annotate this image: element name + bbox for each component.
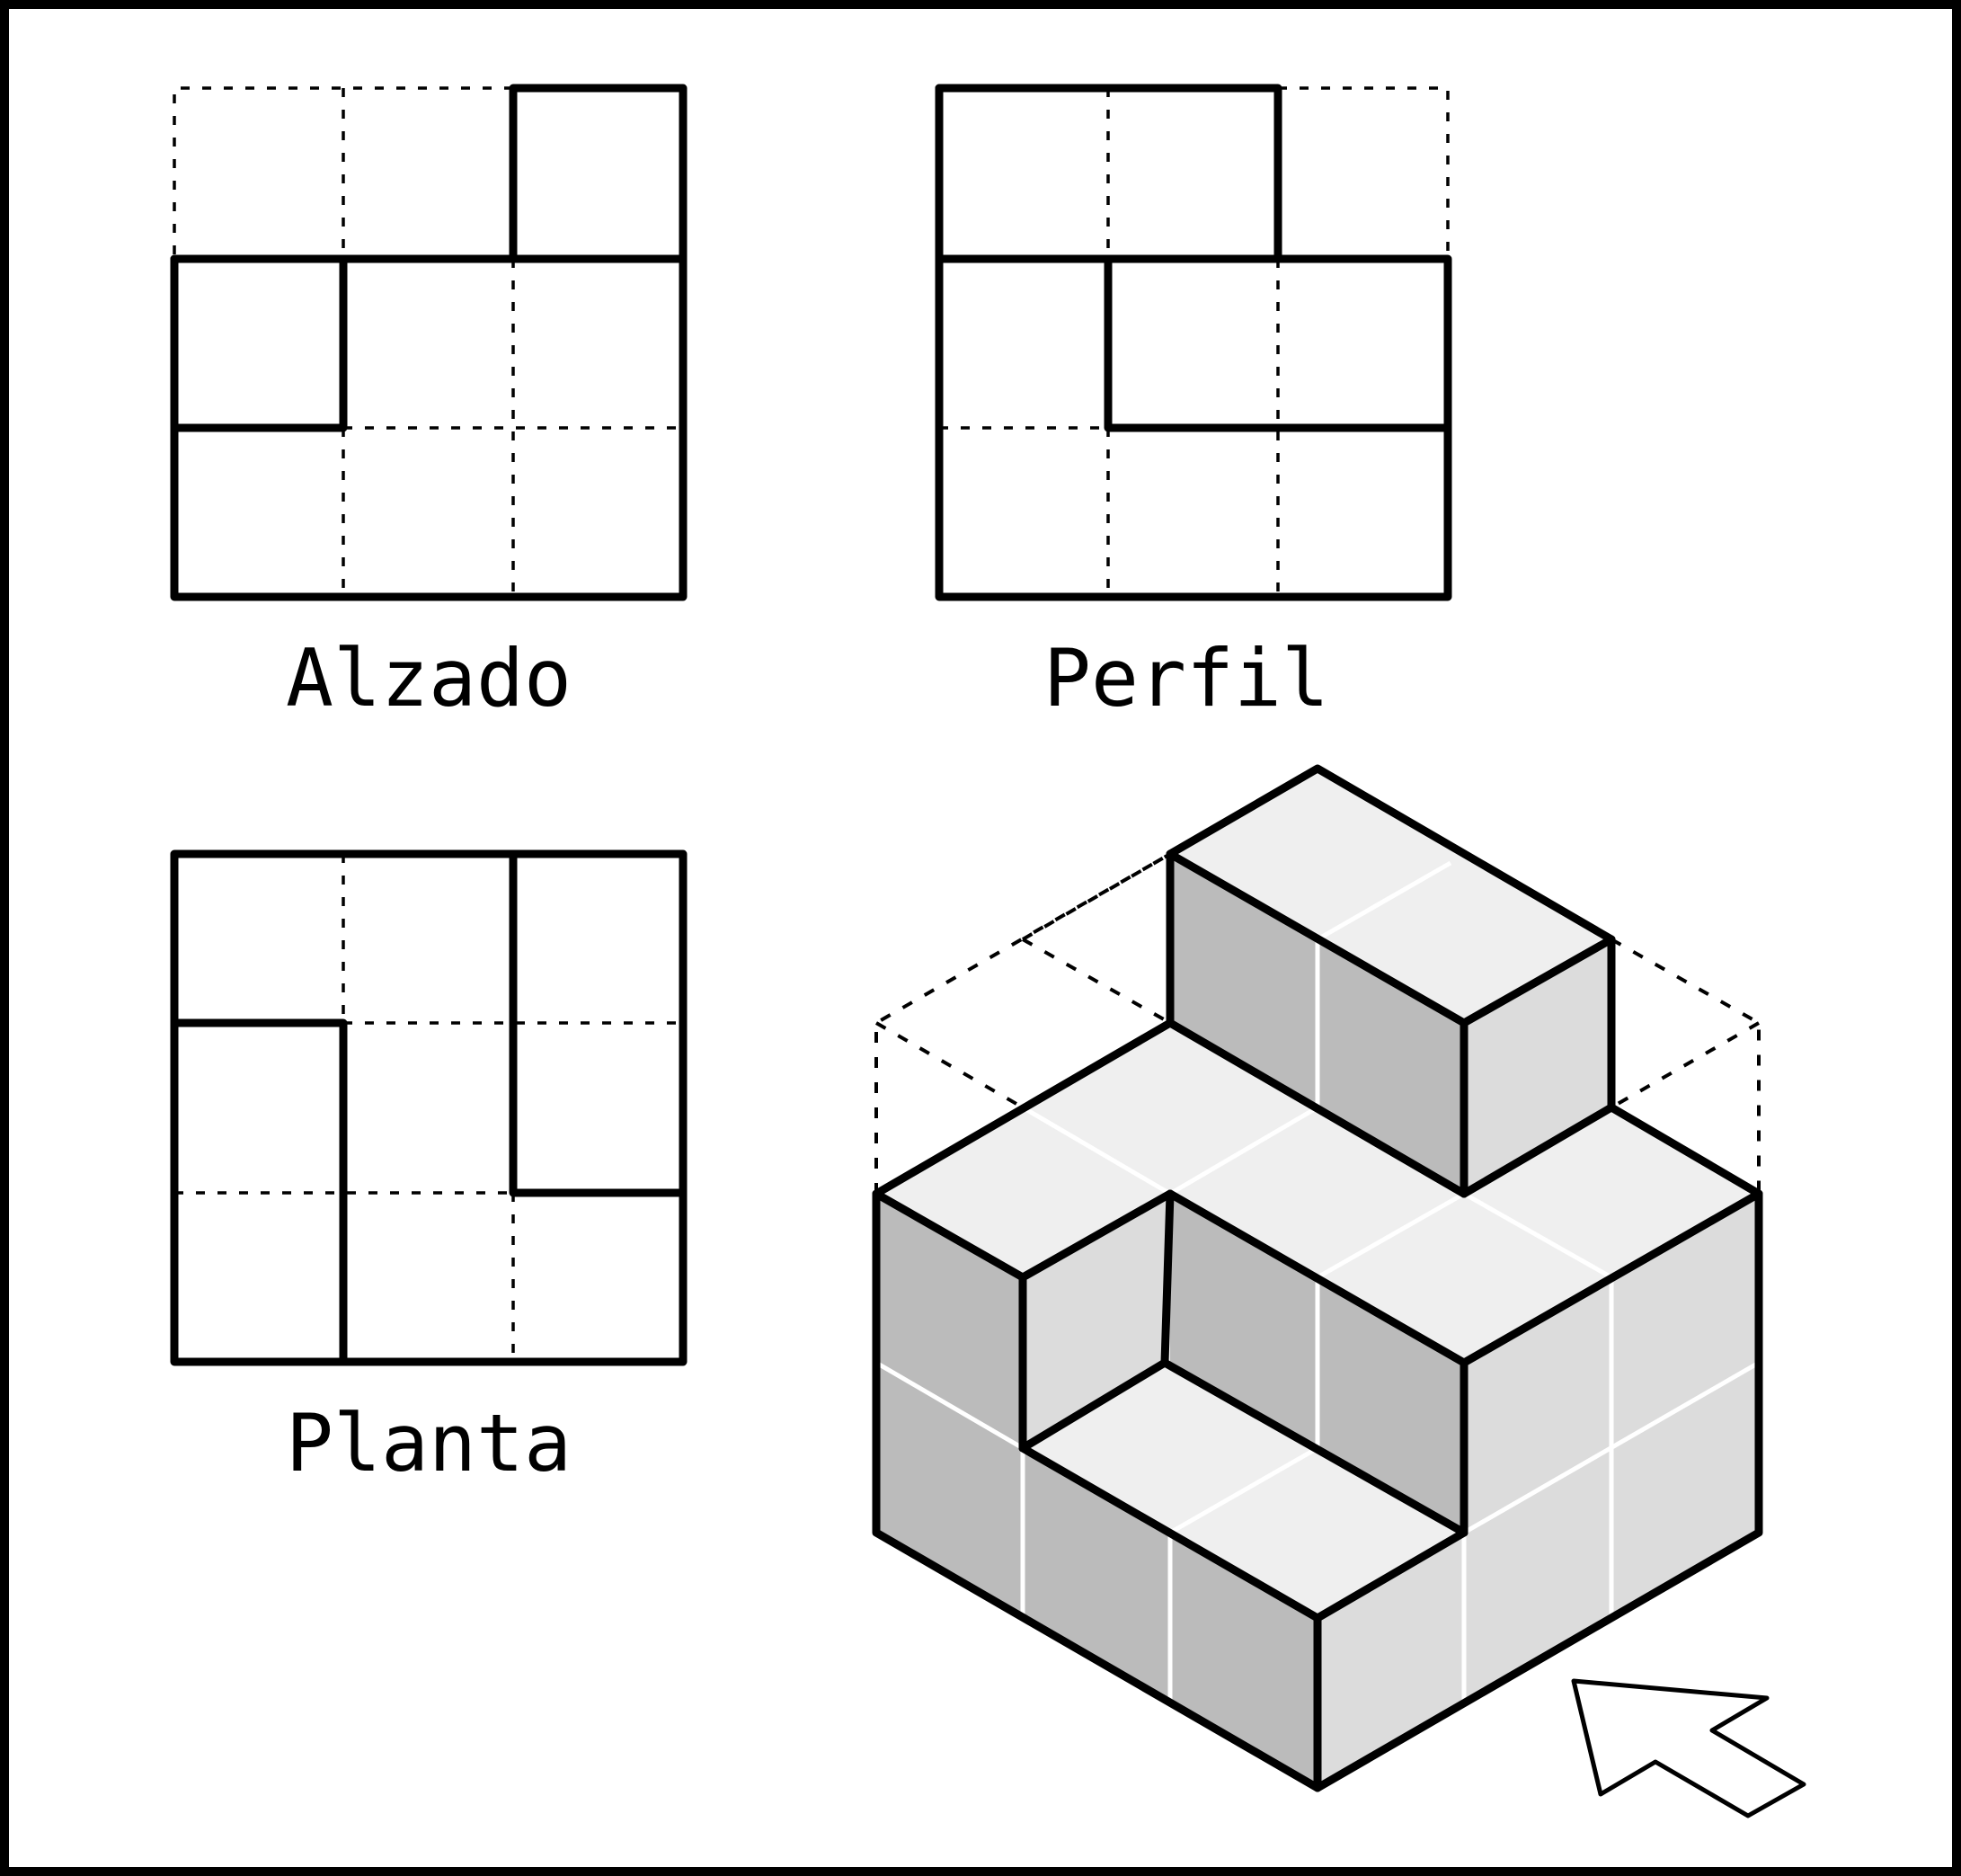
top-view-outline [170,849,688,1366]
top-view-label: Planta [286,1397,572,1489]
isometric-face-grid [874,860,1761,1703]
top-view: Planta [170,849,688,1489]
arrow-pointer-icon [1571,1678,1806,1818]
side-view-label: Perfil [1043,632,1329,725]
isometric-hidden-lines [874,852,1761,1194]
side-view-dashed-lines [939,86,1450,597]
isometric-solid [872,764,1763,1792]
main-left-face [876,1194,1318,1788]
front-view-label: Alzado [286,632,572,725]
side-view: Perfil [935,84,1452,725]
middle-level-top-face [876,1023,1759,1363]
side-view-outline [935,84,1452,601]
top-view-dashed-lines [174,854,683,1362]
front-view: Alzado [170,84,688,725]
front-view-dashed-lines [173,86,683,597]
isometric-edges [872,764,1763,1792]
front-view-outline [170,84,688,601]
